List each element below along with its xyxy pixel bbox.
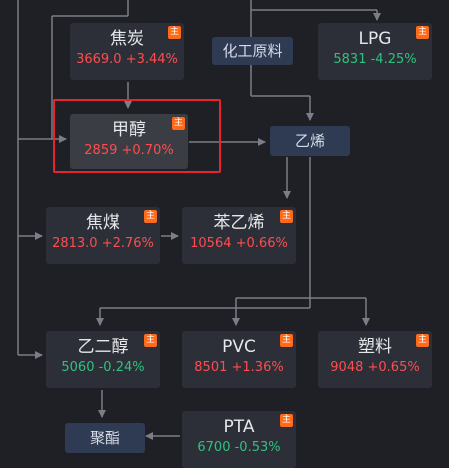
product-quote: 5831 -4.25% [318, 52, 432, 68]
product-card-pta[interactable]: 主 PTA 6700 -0.53% [182, 411, 296, 468]
product-price: 10564 [190, 236, 232, 251]
product-name: LPG [358, 29, 392, 49]
node-juzhi[interactable]: 聚酯 [65, 423, 145, 453]
product-quote: 10564 +0.66% [182, 236, 296, 252]
product-quote: 3669.0 +3.44% [70, 52, 184, 68]
product-name: 焦炭 [110, 29, 144, 49]
product-name: 塑料 [358, 337, 392, 357]
product-change: -0.24% [98, 360, 145, 375]
product-quote: 2813.0 +2.76% [46, 236, 160, 252]
product-change: +1.36% [231, 360, 284, 375]
product-price: 5831 [333, 52, 367, 67]
main-contract-badge: 主 [416, 334, 429, 347]
product-card-lpg[interactable]: 主 LPG 5831 -4.25% [318, 23, 432, 80]
main-contract-badge: 主 [144, 334, 157, 347]
product-card-jiaomei[interactable]: 主 焦煤 2813.0 +2.76% [46, 207, 160, 264]
main-contract-badge: 主 [280, 210, 293, 223]
product-quote: 5060 -0.24% [46, 360, 160, 376]
product-change: +3.44% [125, 52, 178, 67]
product-name: PTA [223, 417, 255, 437]
connector-lines [17, 0, 381, 440]
product-change: +0.66% [235, 236, 288, 251]
product-change: +0.65% [367, 360, 420, 375]
product-quote: 9048 +0.65% [318, 360, 432, 376]
node-huagong-yuanliao[interactable]: 化工原料 [212, 37, 293, 65]
product-quote: 6700 -0.53% [182, 440, 296, 456]
product-price: 6700 [197, 440, 231, 455]
product-card-jiachun[interactable]: 主 甲醇 2859 +0.70% [70, 114, 188, 169]
main-contract-badge: 主 [280, 414, 293, 427]
product-quote: 2859 +0.70% [70, 143, 188, 159]
main-contract-badge: 主 [168, 26, 181, 39]
product-change: +2.76% [101, 236, 154, 251]
product-price: 3669.0 [76, 52, 122, 67]
main-contract-badge: 主 [416, 26, 429, 39]
product-quote: 8501 +1.36% [182, 360, 296, 376]
product-card-pvc[interactable]: 主 PVC 8501 +1.36% [182, 331, 296, 388]
product-change: +0.70% [121, 143, 174, 158]
main-contract-badge: 主 [172, 117, 185, 130]
product-price: 9048 [330, 360, 364, 375]
product-name: 焦煤 [86, 213, 120, 233]
product-change: -0.53% [234, 440, 281, 455]
node-yixi[interactable]: 乙烯 [270, 126, 350, 156]
product-name: PVC [222, 337, 256, 357]
product-name: 苯乙烯 [213, 213, 265, 233]
product-name: 乙二醇 [77, 337, 129, 357]
product-price: 2859 [84, 143, 118, 158]
product-price: 2813.0 [52, 236, 98, 251]
product-card-suliao[interactable]: 主 塑料 9048 +0.65% [318, 331, 432, 388]
product-change: -4.25% [370, 52, 417, 67]
product-card-yierchun[interactable]: 主 乙二醇 5060 -0.24% [46, 331, 160, 388]
selection-highlight [53, 99, 221, 173]
product-price: 5060 [61, 360, 95, 375]
product-name: 甲醇 [112, 120, 146, 140]
product-card-jiaotan[interactable]: 主 焦炭 3669.0 +3.44% [70, 23, 184, 80]
main-contract-badge: 主 [144, 210, 157, 223]
product-price: 8501 [194, 360, 228, 375]
product-card-benyixi[interactable]: 主 苯乙烯 10564 +0.66% [182, 207, 296, 264]
main-contract-badge: 主 [280, 334, 293, 347]
